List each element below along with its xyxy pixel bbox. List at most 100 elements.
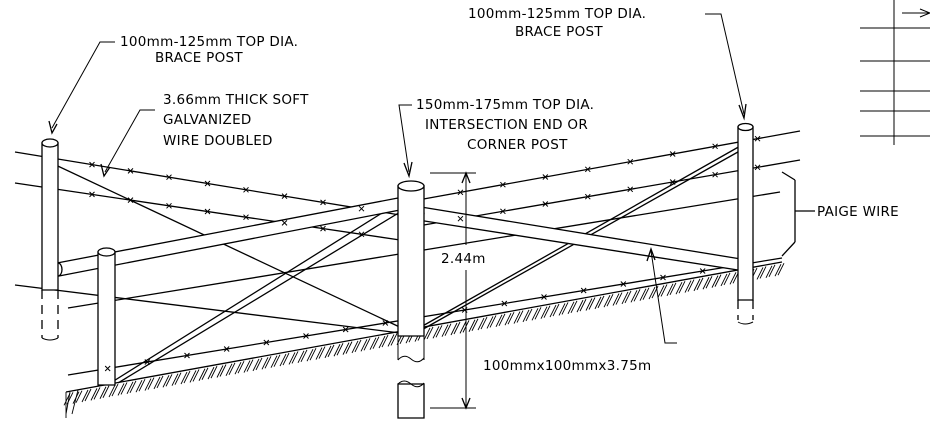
ground-hatch-mark (459, 320, 470, 334)
ground-hatch-mark (126, 380, 137, 395)
ground-hatch-mark (756, 266, 767, 280)
barb-mark (542, 174, 549, 180)
barb-mark (184, 352, 190, 359)
height-dimension (430, 171, 476, 410)
ground-hatch-mark (162, 374, 173, 388)
ground-hatch-mark (675, 280, 686, 295)
barb-mark (104, 365, 111, 372)
ground-hatch-mark (81, 388, 92, 403)
ground-hatch-mark (486, 315, 497, 329)
ground-hatch-mark (171, 372, 182, 386)
ground-hatch-mark (765, 264, 776, 279)
right-brace-post-label-line1: 100mm-125mm TOP DIA. (468, 6, 646, 22)
ground-hatch-mark (342, 341, 353, 355)
barb-mark (584, 166, 591, 173)
wire-barbs (89, 135, 761, 372)
barb-mark (620, 281, 627, 287)
barb-mark (627, 158, 634, 165)
barb-mark (89, 161, 95, 168)
barb-mark (699, 268, 706, 274)
callout-leaders (48, 13, 747, 344)
ground-hatch-mark (594, 295, 605, 310)
paige-wire-label: PAIGE WIRE (817, 204, 899, 220)
ground-hatch-mark (189, 369, 200, 383)
barb-mark (204, 208, 211, 215)
left-brace-post (41, 138, 59, 341)
ground-hatch-mark (315, 346, 326, 360)
height-dimension-label: 2.44m (441, 251, 486, 267)
ground-hatch-mark (108, 383, 119, 398)
ground-hatch-mark (684, 279, 695, 293)
ground-hatch-mark (306, 347, 317, 362)
barb-mark (127, 168, 134, 174)
barb-mark (320, 199, 326, 206)
ground-hatch-mark (666, 282, 677, 296)
right-brace-post (737, 122, 754, 325)
ground-hatch-mark (180, 370, 191, 385)
barb-mark (501, 300, 508, 307)
ground-hatch-mark (387, 333, 398, 347)
ground-hatch-mark (144, 377, 155, 391)
barb-mark (457, 215, 464, 222)
barb-mark (166, 202, 172, 209)
barb-mark (712, 143, 718, 150)
ground-hatch-mark (99, 385, 110, 399)
barb-mark (712, 171, 718, 178)
ground-hatch-mark (720, 272, 731, 287)
corner-post-label-line1: 150mm-175mm TOP DIA. (416, 97, 594, 113)
barb-mark (166, 174, 172, 181)
ground-hatch-mark (261, 356, 272, 370)
ground-hatch-mark (423, 326, 434, 341)
ground-hatch-mark (243, 359, 254, 373)
ground-hatch-mark (540, 305, 551, 319)
ground-hatch-mark (450, 321, 461, 336)
barb-mark (500, 181, 506, 188)
ground-hatch-mark (135, 378, 146, 393)
brace-rail-label: 100mmx100mmx3.75m (483, 358, 651, 374)
ground-hatch-mark (225, 362, 236, 377)
ground-hatch-mark (252, 357, 263, 372)
barb-mark (754, 135, 761, 142)
wire-label-line2: GALVANIZED (163, 112, 252, 128)
barb-mark (358, 231, 365, 238)
wire-label-line3: WIRE DOUBLED (163, 133, 273, 149)
left-brace-post-label-line2: BRACE POST (155, 50, 243, 66)
ground-hatch-mark (477, 316, 488, 331)
barb-mark (382, 320, 389, 326)
corner-post-label-line3: CORNER POST (467, 137, 568, 153)
barb-mark (263, 339, 270, 346)
barb-mark (243, 186, 249, 193)
ground-hatch-mark (495, 313, 506, 328)
barb-mark (669, 151, 676, 157)
ground-hatch-mark (153, 375, 164, 390)
ground-hatch-mark (279, 352, 290, 367)
ground-hatch-mark (711, 274, 722, 288)
barb-mark (204, 180, 211, 187)
ground-hatch-mark (288, 351, 299, 365)
corner-post (397, 180, 425, 419)
left-brace-post-label-line1: 100mm-125mm TOP DIA. (120, 34, 298, 50)
ground-hatch-mark (522, 308, 533, 323)
barb-mark (127, 197, 134, 203)
ground-hatch-mark (207, 365, 218, 380)
front-line-post (97, 247, 116, 386)
ground-hatch-mark (360, 338, 371, 352)
ground-hatch-mark (513, 310, 524, 324)
ground-hatch-mark (621, 290, 632, 305)
ground-hatch-mark (702, 276, 713, 290)
ground-hatch-mark (117, 382, 128, 396)
barb-mark (580, 287, 587, 294)
ground-hatch-mark (324, 344, 335, 359)
barb-mark (500, 208, 506, 215)
ground-hatch-mark (657, 284, 668, 298)
ground-hatch-mark (297, 349, 308, 363)
ground-hatch-mark (576, 298, 587, 313)
barb-mark (669, 179, 676, 185)
ground-hatch-mark (504, 312, 515, 326)
ground-hatch-mark (693, 277, 704, 292)
barb-mark (541, 294, 547, 300)
barb-mark (542, 201, 549, 207)
barb-mark (281, 193, 288, 199)
ground-hatch-mark (558, 302, 569, 316)
